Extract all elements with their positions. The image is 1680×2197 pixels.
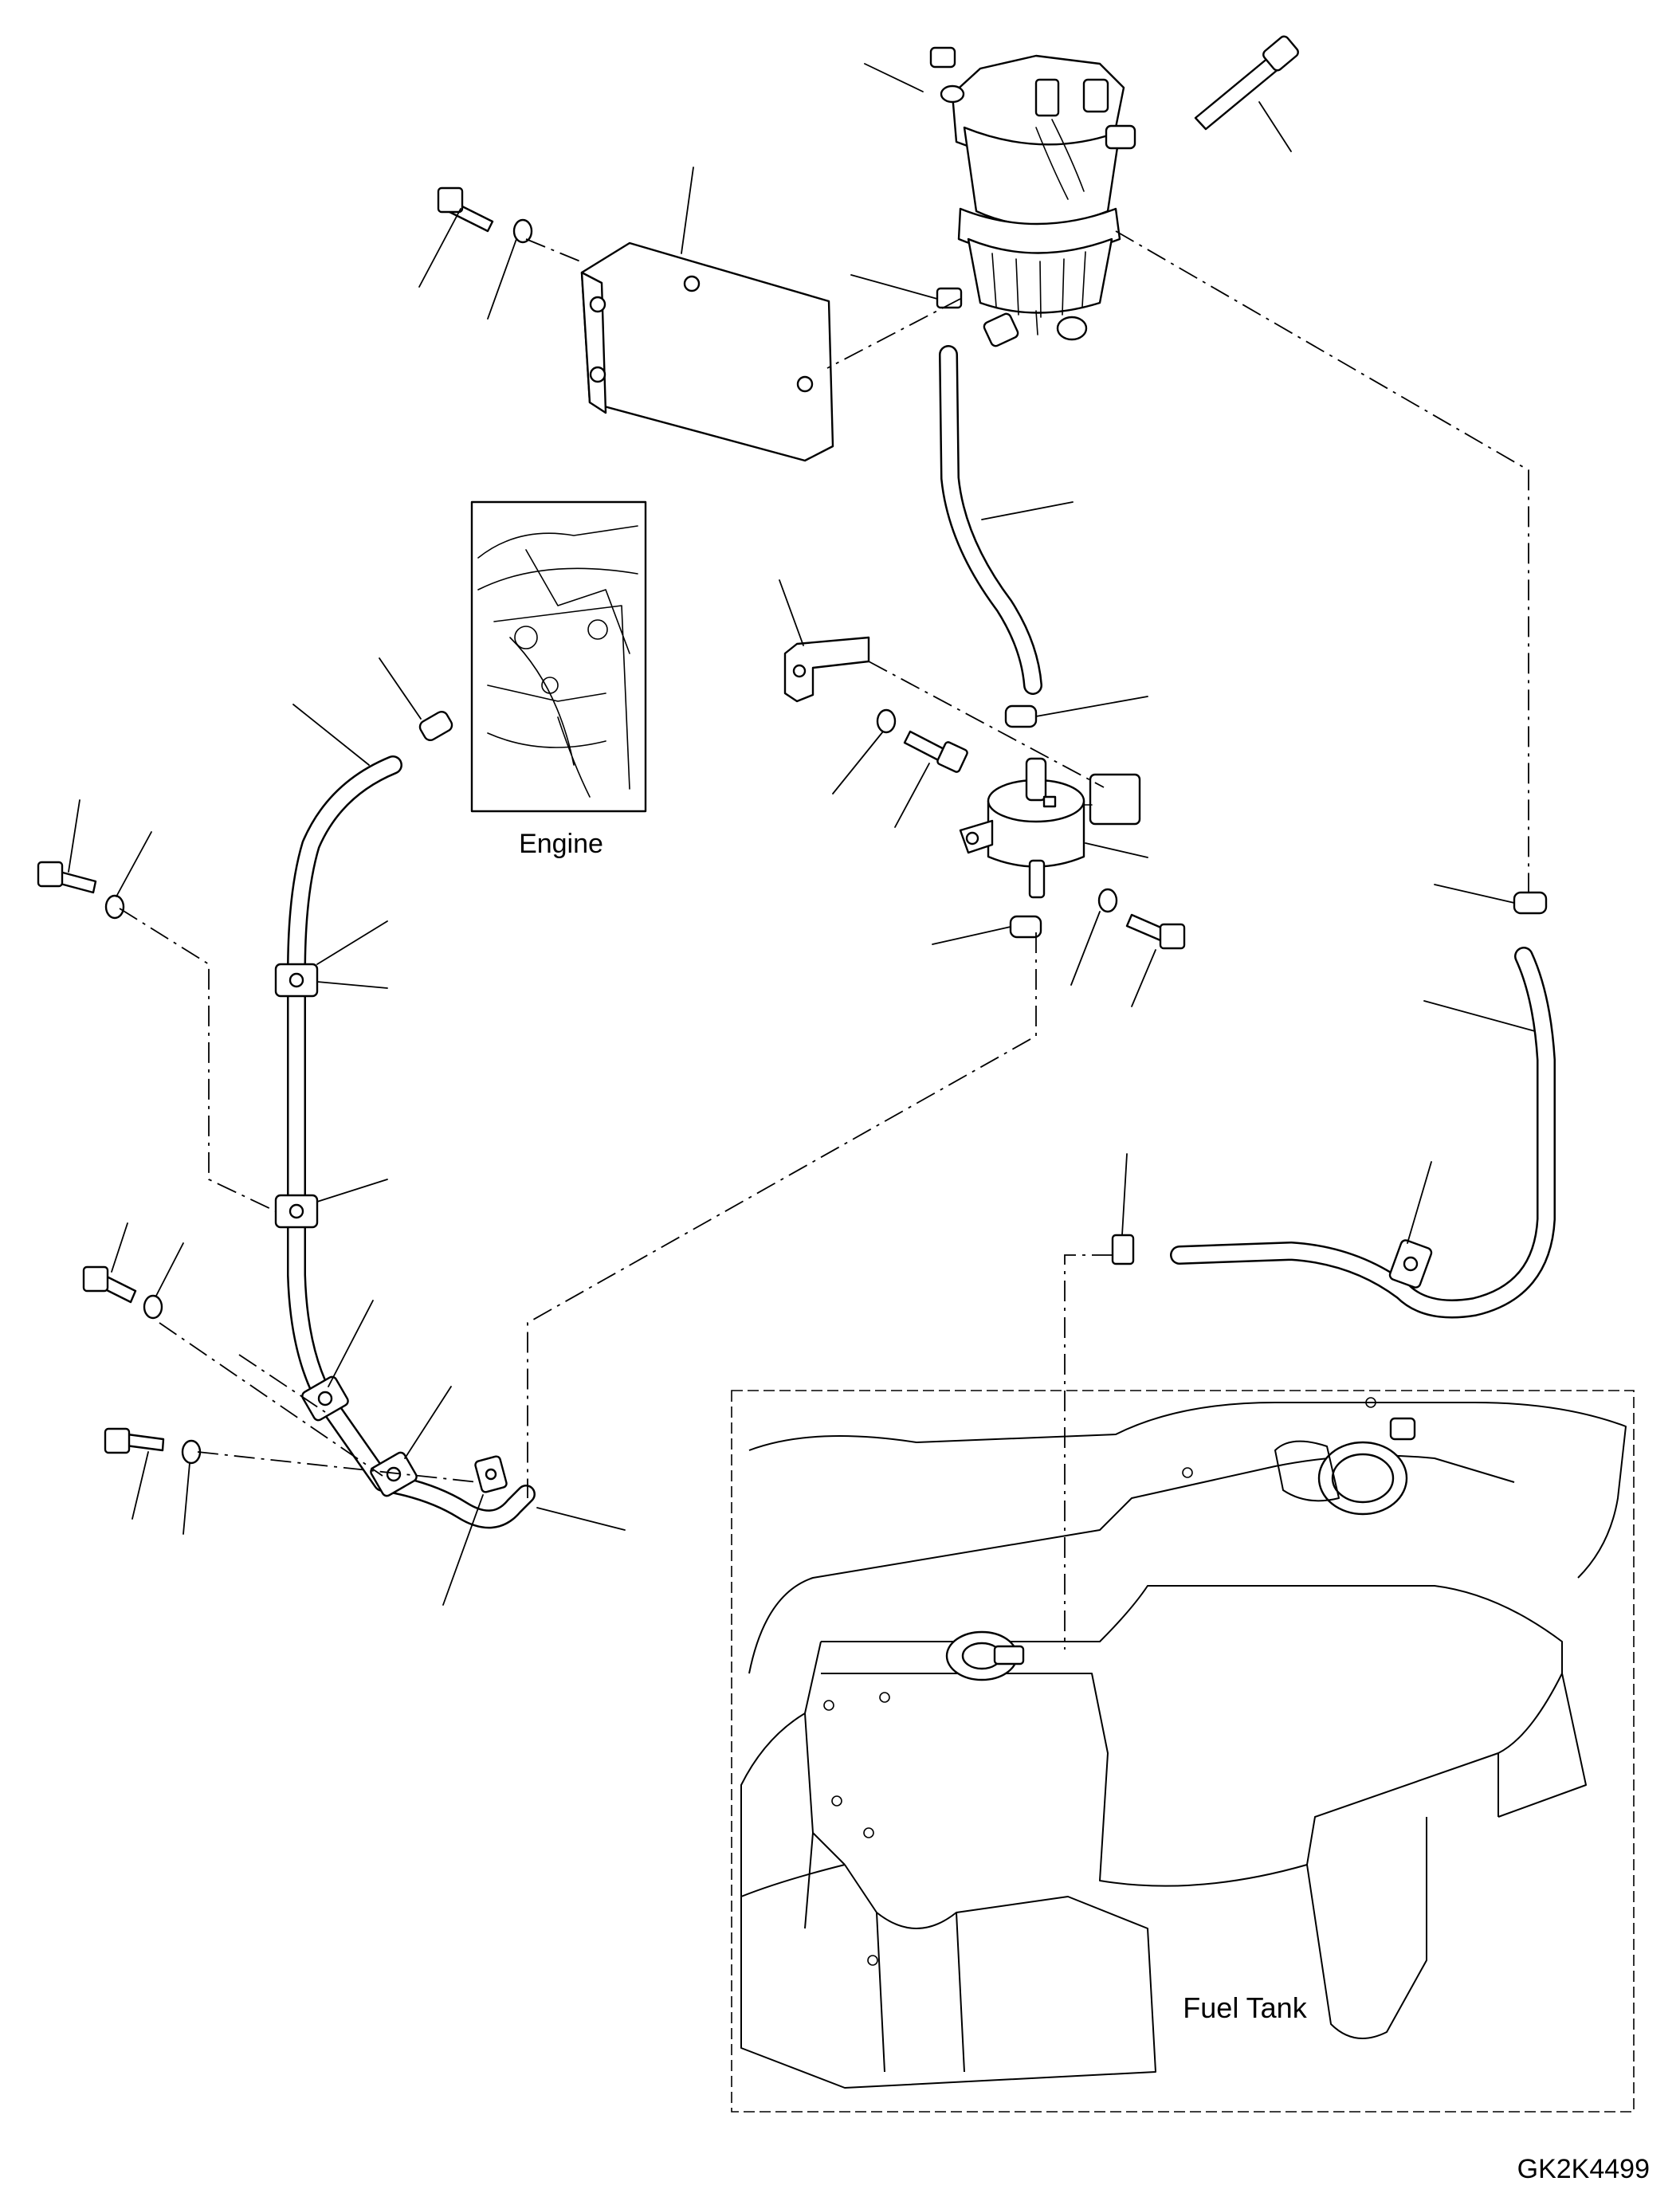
engine-label: Engine — [519, 829, 603, 859]
hose-clamp-right-top — [1513, 891, 1548, 915]
hose-clamp-above-pump — [1004, 704, 1038, 728]
assembly-centerlines — [119, 230, 1529, 1650]
engine-inset: Engine — [470, 500, 647, 859]
long-bolt — [1194, 35, 1299, 131]
left-bolts-washers — [37, 861, 202, 1465]
elbow-fitting — [1111, 1234, 1135, 1265]
pump-bracket — [783, 636, 870, 703]
fuel-tank-inset: Fuel Tank — [731, 1390, 1635, 2113]
hose-clamp-left-top — [418, 710, 453, 742]
mounting-bracket — [580, 241, 834, 462]
pump-bolt-washer-left — [876, 708, 968, 773]
electric-fuel-pump — [959, 757, 1141, 899]
pump-bolt-washer-right — [1097, 888, 1186, 950]
hose-clip-upper — [936, 287, 963, 309]
right-return-line — [1170, 947, 1556, 1319]
drawing-number: GK2K4499 — [1517, 2154, 1650, 2184]
fuel-hose-filter-to-pump — [939, 345, 1042, 695]
line-clips — [274, 963, 508, 1497]
fuel-filter-assembly — [929, 46, 1136, 347]
bracket-bolt-washer — [437, 186, 533, 244]
left-fuel-line — [287, 755, 536, 1529]
leader-lines — [68, 63, 1536, 1606]
fuel-tank-label: Fuel Tank — [1183, 1991, 1307, 2024]
